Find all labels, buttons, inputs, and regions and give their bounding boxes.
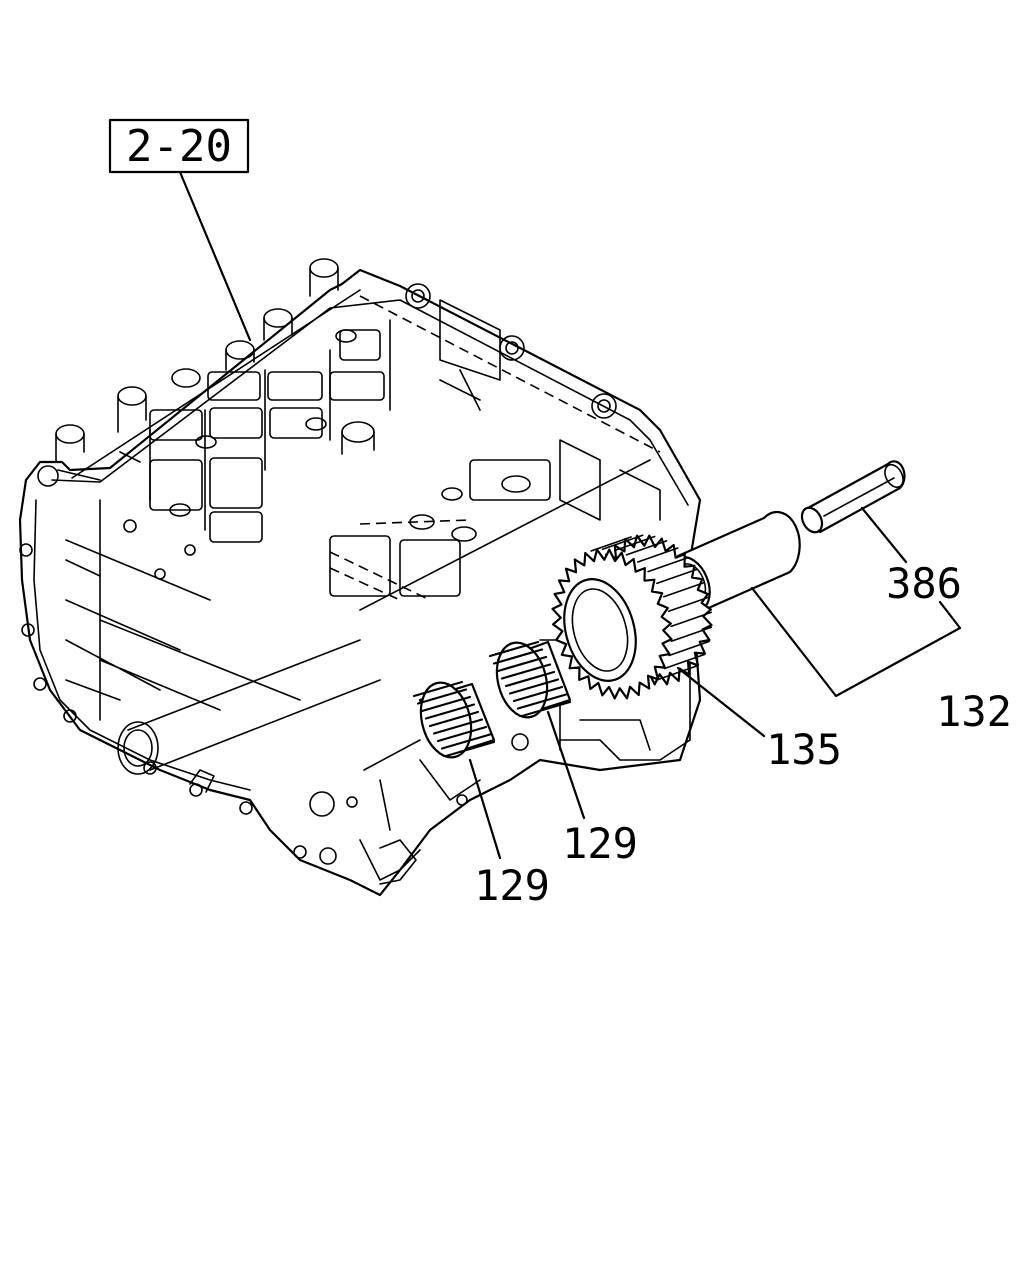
- gear-135: [551, 534, 713, 700]
- roller-line: [520, 700, 572, 718]
- gear-tooth-line: [662, 581, 705, 598]
- gear-tooth-line: [668, 640, 710, 657]
- roller-line: [412, 680, 464, 698]
- callout-386: 386: [886, 559, 962, 608]
- roller-line: [420, 695, 472, 713]
- roller-line: [432, 718, 484, 735]
- leader-129b: [546, 710, 586, 820]
- gear-tooth-line: [663, 653, 706, 670]
- callout-135: 135: [766, 725, 842, 774]
- leader-lines: [363, 506, 962, 860]
- callout-129-upper: 129: [562, 819, 638, 868]
- gear-tooth-line: [625, 540, 668, 556]
- roller-line: [492, 648, 544, 665]
- roller-line: [496, 655, 548, 673]
- leader-129a: [468, 758, 502, 860]
- roller-line: [428, 710, 480, 728]
- roller-line: [416, 688, 468, 705]
- gear-tooth-line: [590, 536, 632, 552]
- bearing-rollers: [488, 640, 572, 718]
- roller-line: [424, 703, 476, 720]
- gear-tooth-line: [656, 568, 698, 585]
- gear-tooth-line: [647, 556, 689, 573]
- callout-129-lower: 129: [474, 861, 550, 910]
- roller-line: [488, 640, 540, 658]
- roller-line: [440, 733, 492, 750]
- roller-line: [512, 685, 564, 703]
- gear-tooth-line: [613, 535, 656, 552]
- roller-line: [444, 740, 496, 758]
- reference-box: 2-20: [108, 118, 252, 342]
- gear-tooth-line: [601, 534, 644, 551]
- leader-132: [750, 586, 962, 698]
- transmission-housing: [18, 258, 702, 897]
- roller-line: [504, 670, 556, 688]
- needle-bearing-129b: [488, 640, 572, 719]
- callout-132: 132: [936, 687, 1012, 736]
- roller-line: [500, 663, 552, 680]
- needle-bearing-129a: [412, 680, 496, 759]
- gear-tooth-line: [670, 611, 712, 628]
- bearing-rollers: [412, 680, 496, 758]
- roller-line: [436, 725, 488, 743]
- leader-135: [676, 666, 766, 738]
- callout-labels: 386 132 135 129 129: [474, 559, 1012, 910]
- roller-line: [516, 693, 568, 710]
- gear-tooth-line: [656, 664, 699, 681]
- pin-386: [800, 460, 906, 534]
- reference-leader-line: [178, 170, 252, 342]
- gear-tooth-line: [670, 626, 713, 643]
- leader-386: [860, 506, 908, 564]
- gear-tooth-line: [637, 547, 679, 563]
- reference-box-label: 2-20: [126, 121, 232, 172]
- gear-tooth-line: [667, 596, 710, 613]
- roller-line: [508, 678, 560, 695]
